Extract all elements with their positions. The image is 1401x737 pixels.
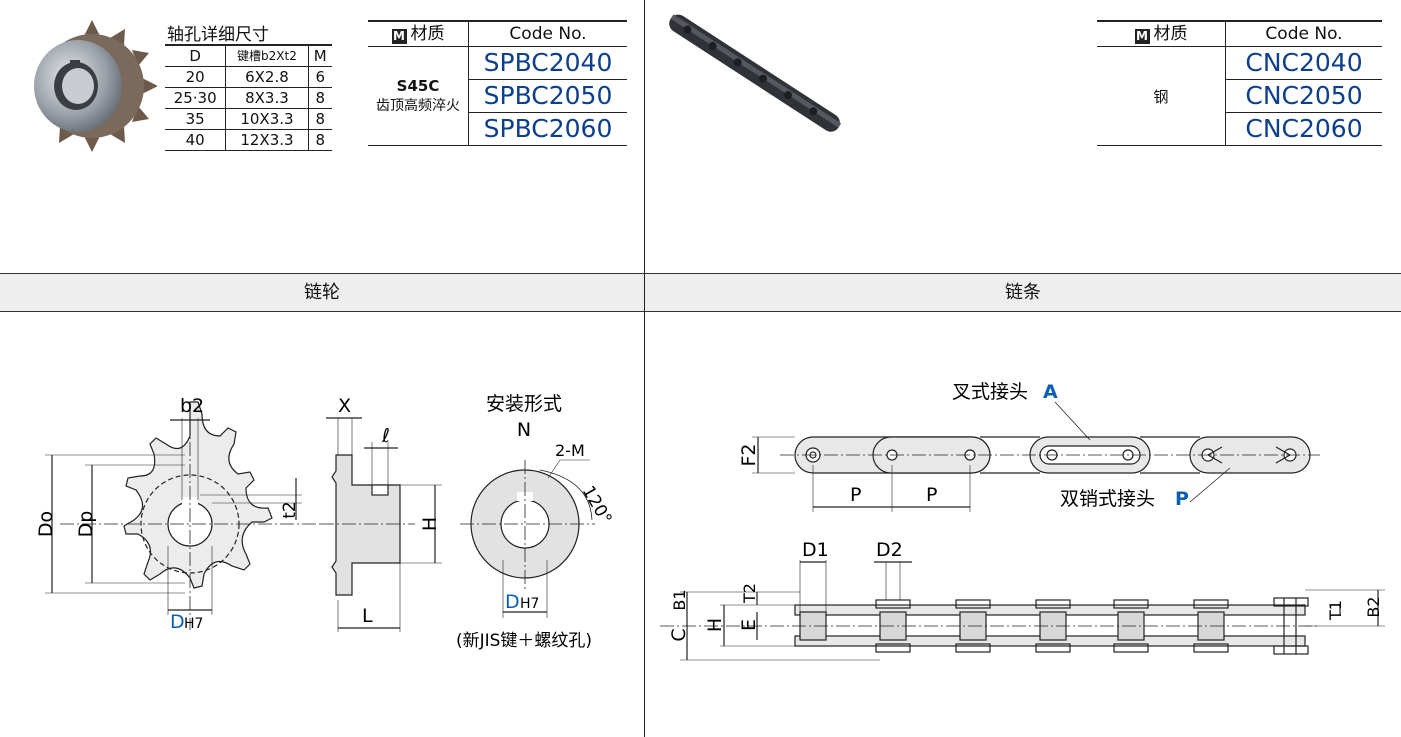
bore-header-m: M [307,45,332,67]
dim-b2-chain: B2 [1364,596,1383,617]
dim-c: C [668,628,690,641]
dim-l-small: ℓ [381,425,390,447]
bore-cell: 25·30 [165,87,226,109]
bore-header-d: D [165,45,226,67]
bore-cell: 6 [307,66,332,88]
table-row: 20 6X2.8 6 [165,66,332,88]
material-header: 材质 [410,24,445,44]
code-number[interactable]: CNC2060 [1226,113,1382,146]
chain-drawing: F2 P P 叉式接头 双销式接头 D1 D2 C B1 H E T2 T1 B… [660,381,1385,661]
dim-h-chain: H [704,618,726,632]
bore-cell: 10X3.3 [225,108,309,130]
dim-f2: F2 [738,443,760,466]
bore-cell: 35 [165,108,226,130]
sprocket-section-title: 链轮 [304,282,340,303]
code-number[interactable]: CNC2050 [1226,80,1382,113]
install-2m: 2-M [555,441,585,460]
install-letter: N [517,419,531,441]
joint-a-label: 叉式接头 [952,381,1028,403]
dim-h7-install: H7 [520,596,539,612]
hub-side-view [331,454,401,596]
sprocket-drawing: b2 Do Dp t2 X ℓ H L 安装形式 N 2-M 120° (新JI… [35,393,616,651]
bore-cell: 6X2.8 [225,66,309,88]
table-row: 35 10X3.3 8 [165,108,332,130]
joint-a-letter: A [1043,381,1058,403]
bore-cell: 12X3.3 [225,129,309,151]
table-row: 40 12X3.3 8 [165,129,332,151]
panel-divider [644,0,645,737]
bore-cell: 8X3.3 [225,87,309,109]
material-header: 材质 [1153,24,1188,44]
code-number[interactable]: SPBC2040 [469,47,627,80]
install-title: 安装形式 [486,393,562,415]
dim-t1: T1 [1326,600,1345,621]
dim-t2: t2 [280,501,300,518]
chain-photo [669,14,842,132]
code-header: Code No. [509,24,587,44]
bore-cell: 40 [165,129,226,151]
dim-dp: Dp [75,511,97,538]
dim-d-install: D [505,591,520,613]
bore-cell: 8 [307,87,332,109]
install-note: (新JIS键＋螺纹孔) [456,631,592,651]
dim-h7-front: H7 [184,616,203,632]
dim-b2: b2 [180,395,204,417]
code-header: Code No. [1265,24,1343,44]
bore-cell: 20 [165,66,226,88]
material-icon: M [1134,29,1150,44]
dim-p: P [926,484,937,506]
bore-cell: 8 [307,108,332,130]
dim-b1: B1 [670,589,689,610]
bore-title: 轴孔详细尺寸 [167,25,269,45]
dim-d2: D2 [876,539,903,561]
material-value: S45C [396,77,440,95]
table-row: 25·30 8X3.3 8 [165,87,332,109]
joint-p-letter: P [1175,488,1189,510]
dim-d-front: D [170,611,185,633]
sprocket-photo [34,20,157,152]
code-number[interactable]: SPBC2060 [469,113,627,146]
install-angle: 120° [578,483,616,528]
material-icon: M [391,29,407,44]
material-value: 钢 [1153,87,1169,106]
dim-t2-chain: T2 [740,583,759,604]
joint-p-label: 双销式接头 [1060,488,1155,510]
section-title-band: 链轮 链条 [0,273,1401,312]
code-number[interactable]: CNC2040 [1226,47,1382,80]
code-number[interactable]: SPBC2050 [469,80,627,113]
dim-x: X [338,395,351,417]
chain-section-title: 链条 [1005,282,1041,303]
bore-header-keyway: 键槽b2Xt2 [225,45,309,67]
dim-e: E [738,619,760,631]
dim-p: P [850,484,861,506]
bore-table: D 键槽b2Xt2 M 20 6X2.8 6 25·30 8X3.3 8 35 … [165,44,332,151]
dim-h: H [419,517,441,531]
material-note: 齿顶高频淬火 [376,98,460,114]
dim-do: Do [35,511,57,537]
dim-d1: D1 [802,539,829,561]
dim-l: L [362,605,373,627]
bore-cell: 8 [307,129,332,151]
